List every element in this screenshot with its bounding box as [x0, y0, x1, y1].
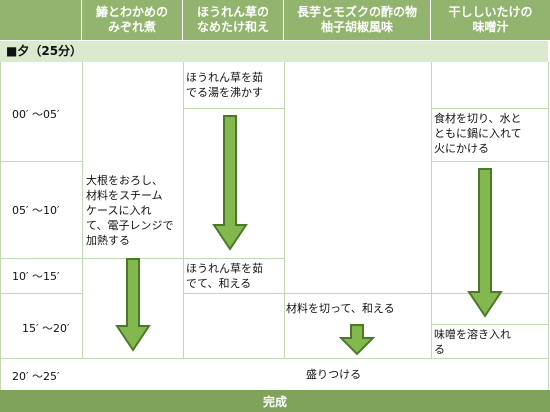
complete-bar: 完成 — [0, 390, 550, 412]
header-dish-1: 鰆とわかめの みぞれ煮 — [82, 0, 182, 40]
grid-line — [82, 62, 83, 358]
header-dish-4-label: 干ししいたけの 味噌汁 — [448, 5, 533, 34]
grid-line — [183, 293, 284, 294]
grid-line — [284, 293, 548, 294]
header-dish-3: 長芋とモズクの酢の物 柚子胡椒風味 — [284, 0, 430, 40]
arrow-down-icon — [467, 168, 503, 318]
grid-line — [183, 62, 184, 358]
grid-line — [183, 258, 284, 259]
grid-line — [0, 62, 1, 390]
step-plate-all: 盛りつける — [306, 368, 362, 381]
grid-line — [548, 62, 549, 390]
step-soup-miso: 味噌を溶き入れ る — [434, 328, 511, 356]
header-dish-4: 干ししいたけの 味噌汁 — [431, 0, 550, 40]
step-soup-prep: 食材を切り、水と ともに鍋に入れて 火にかける — [434, 112, 522, 155]
step-spinach-boil: ほうれん草を茹 でて、和える — [186, 262, 263, 290]
grid-line — [431, 324, 548, 325]
grid-line — [0, 258, 82, 259]
header-dish-3-label: 長芋とモズクの酢の物 柚子胡椒風味 — [296, 5, 417, 34]
header-dish-1-label: 鰆とわかめの みぞれ煮 — [95, 5, 168, 34]
grid-line — [0, 161, 82, 162]
step-spinach-boil-water: ほうれん草を茹 でる湯を沸かす — [186, 71, 263, 99]
grid-line — [431, 108, 548, 109]
grid-line — [431, 62, 432, 358]
time-slot-1: 00′ ～05′ — [12, 108, 60, 121]
section-title: ■夕（25分） — [0, 41, 548, 62]
time-slot-4: 15′ ～20′ — [22, 322, 70, 335]
header-dish-2-label: ほうれん草の なめたけ和え — [196, 5, 269, 34]
time-slot-5: 20′ ～25′ — [12, 370, 60, 383]
grid-line — [431, 161, 548, 162]
header-dish-2: ほうれん草の なめたけ和え — [183, 0, 283, 40]
grid-line — [183, 108, 284, 109]
time-slot-2: 05′ ～10′ — [12, 204, 60, 217]
grid-line — [284, 62, 285, 358]
arrow-down-icon — [115, 258, 151, 352]
arrow-down-icon — [339, 324, 375, 356]
time-slot-3: 10′ ～15′ — [12, 270, 60, 283]
grid-line — [0, 293, 82, 294]
arrow-down-icon — [212, 115, 248, 251]
grid-line — [0, 358, 548, 359]
step-yam-cut-mix: 材料を切って、和える — [286, 302, 395, 315]
header-blank — [0, 0, 81, 40]
step-fish-microwave: 大根をおろし、 材料をスチーム ケースに入れ て、電子レンジで 加熱する — [86, 174, 174, 247]
